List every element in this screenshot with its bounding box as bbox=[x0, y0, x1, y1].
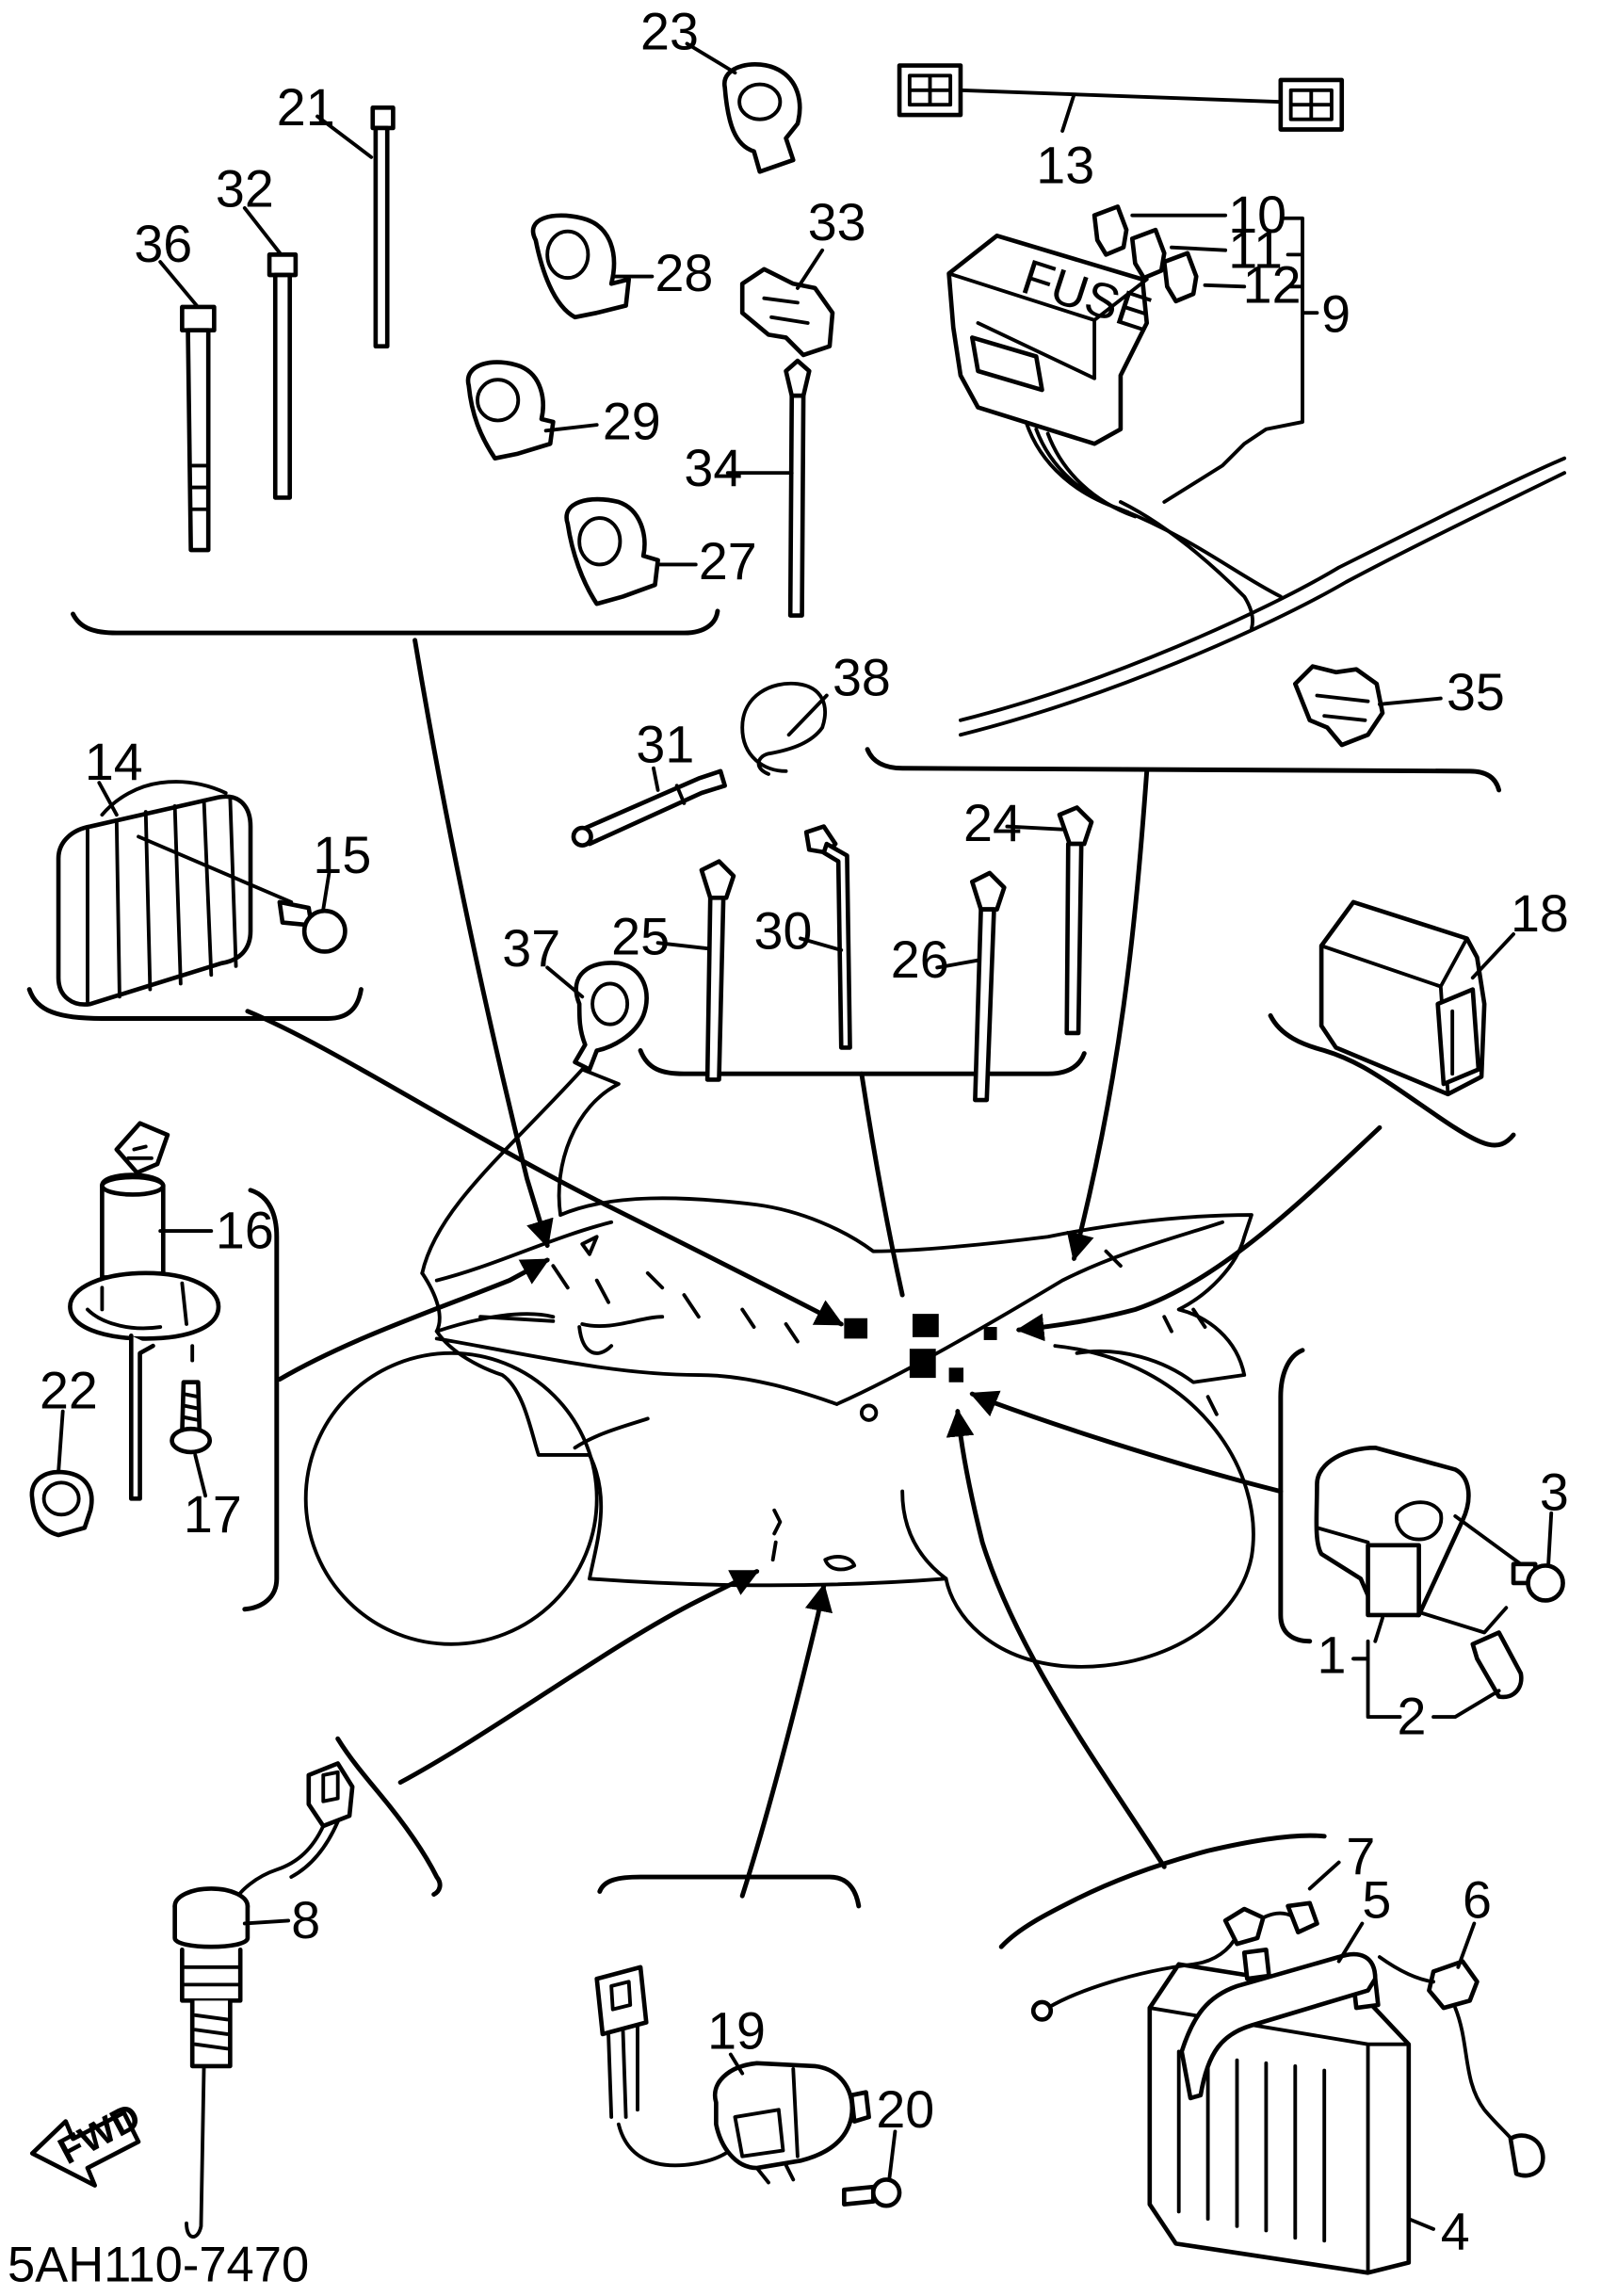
callout-29: 29 bbox=[603, 393, 661, 451]
fuse-12 bbox=[1161, 251, 1199, 304]
callout-16: 16 bbox=[216, 1202, 274, 1260]
callout-9: 9 bbox=[1321, 284, 1350, 343]
fuse-10 bbox=[1092, 204, 1129, 257]
callout-20: 20 bbox=[876, 2080, 934, 2139]
callout-7: 7 bbox=[1346, 1827, 1375, 1885]
motorcycle-outline bbox=[303, 1067, 1255, 1669]
clamp-23 bbox=[722, 62, 802, 174]
cable-tie-26 bbox=[969, 870, 1007, 1103]
cable-tie-34 bbox=[784, 358, 812, 618]
harness-node bbox=[844, 1318, 868, 1339]
cable-tie-24 bbox=[1057, 805, 1094, 1036]
cap-2 bbox=[1470, 1630, 1524, 1700]
clamp-22 bbox=[29, 1469, 94, 1538]
callout-33: 33 bbox=[808, 193, 866, 251]
bolt-15 bbox=[277, 899, 348, 954]
callout-34: 34 bbox=[684, 439, 742, 497]
callout-30: 30 bbox=[754, 901, 813, 960]
cable-holder-35 bbox=[1292, 664, 1385, 748]
callout-numbers: 1 2 3 4 5 6 7 8 9 10 11 12 13 14 15 16 1… bbox=[40, 3, 1569, 2261]
lead-31 bbox=[571, 768, 727, 848]
callout-1: 1 bbox=[1317, 1626, 1346, 1685]
harness-node bbox=[912, 1314, 939, 1337]
clamp-28 bbox=[530, 213, 632, 320]
callout-17: 17 bbox=[184, 1485, 242, 1544]
harness-node bbox=[948, 1367, 964, 1382]
cable-tie-36 bbox=[180, 304, 217, 553]
harness-node bbox=[983, 1327, 997, 1340]
rectifier-regulator-14 bbox=[56, 780, 294, 1007]
clamp-29 bbox=[465, 360, 556, 461]
harness-node bbox=[909, 1349, 936, 1379]
cable-holder-33 bbox=[739, 267, 835, 358]
callout-leaders bbox=[57, 41, 1554, 2231]
callout-11: 11 bbox=[1228, 220, 1283, 279]
callout-31: 31 bbox=[636, 716, 694, 774]
callout-8: 8 bbox=[291, 1891, 320, 1949]
callout-21: 21 bbox=[277, 78, 335, 137]
callout-15: 15 bbox=[313, 826, 371, 884]
callout-18: 18 bbox=[1511, 884, 1569, 943]
fuse-box-9: FUSE bbox=[946, 233, 1567, 737]
fuse-bracket-lines bbox=[1130, 213, 1319, 504]
callout-26: 26 bbox=[891, 930, 949, 989]
clamp-37 bbox=[573, 961, 649, 1072]
battery-lead-6 bbox=[1377, 1955, 1545, 2178]
cable-tie-30 bbox=[803, 824, 852, 1050]
callout-27: 27 bbox=[699, 532, 757, 590]
callout-5: 5 bbox=[1362, 1870, 1391, 1929]
flasher-relay-18 bbox=[1318, 899, 1487, 1097]
callout-35: 35 bbox=[1447, 663, 1505, 721]
connection-curves bbox=[245, 638, 1383, 1899]
callout-22: 22 bbox=[40, 1362, 98, 1420]
callout-36: 36 bbox=[134, 215, 192, 273]
clamp-27 bbox=[564, 496, 660, 606]
callout-3: 3 bbox=[1540, 1463, 1569, 1522]
switch-8 bbox=[172, 1761, 355, 2239]
callout-23: 23 bbox=[640, 3, 699, 61]
sensor-19 bbox=[594, 1965, 871, 2185]
cable-tie-25 bbox=[699, 859, 736, 1082]
battery-band-5 bbox=[1179, 1951, 1378, 2101]
wire-harness-13 bbox=[897, 63, 1345, 133]
group-brackets bbox=[26, 608, 1516, 1949]
callout-13: 13 bbox=[1036, 137, 1094, 195]
callout-28: 28 bbox=[655, 244, 714, 302]
callout-14: 14 bbox=[85, 733, 143, 791]
callout-10: 10 bbox=[1228, 186, 1286, 244]
starter-relay-1 bbox=[1314, 1445, 1523, 1643]
band-38 bbox=[740, 681, 827, 776]
fuse-11 bbox=[1129, 227, 1167, 281]
main-switch-16 bbox=[68, 1121, 221, 1501]
callout-6: 6 bbox=[1463, 1870, 1492, 1929]
cable-tie-32 bbox=[267, 252, 299, 500]
screw-20 bbox=[842, 2177, 902, 2208]
callout-24: 24 bbox=[963, 794, 1022, 852]
callout-2: 2 bbox=[1397, 1688, 1426, 1746]
cable-tie-21 bbox=[370, 105, 396, 349]
callout-25: 25 bbox=[611, 908, 670, 966]
battery-lead-7 bbox=[1030, 1900, 1319, 2022]
forward-arrow: FWD bbox=[29, 2094, 147, 2188]
screw-17 bbox=[170, 1380, 213, 1455]
diagram-code: 5AH110-7470 bbox=[8, 2238, 309, 2293]
callout-38: 38 bbox=[833, 649, 891, 707]
callout-4: 4 bbox=[1441, 2203, 1470, 2261]
callout-32: 32 bbox=[216, 159, 274, 218]
callout-19: 19 bbox=[707, 2001, 766, 2060]
callout-12: 12 bbox=[1243, 255, 1302, 314]
bolt-3 bbox=[1511, 1561, 1565, 1603]
callout-37: 37 bbox=[502, 919, 560, 978]
